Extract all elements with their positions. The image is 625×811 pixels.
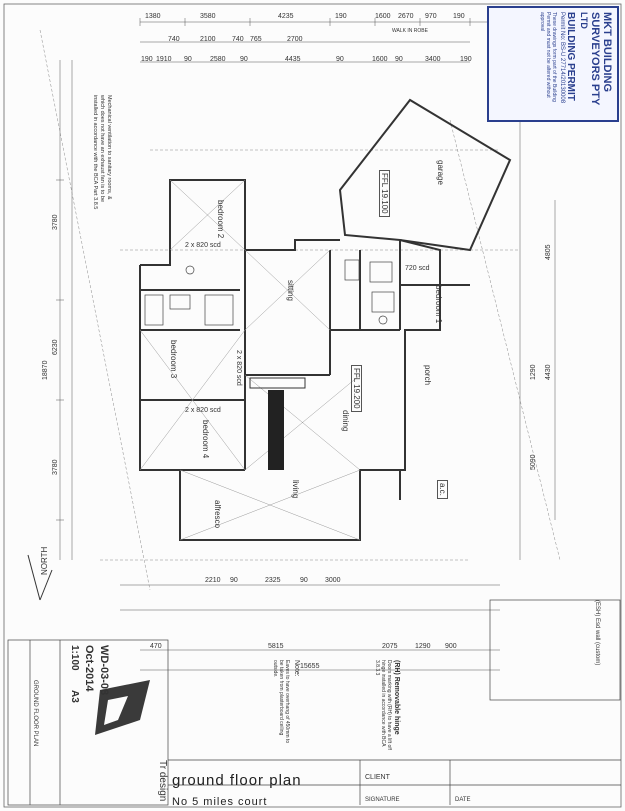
dim-top-5: 1600	[375, 13, 391, 20]
ac-unit: a.c.	[437, 480, 448, 499]
dim-top3-10: 3400	[425, 56, 441, 63]
room-sitting: sitting	[286, 280, 295, 301]
dim-bottom-2: 5815	[268, 643, 284, 650]
client-label: CLIENT	[365, 774, 390, 781]
dim-top2-5: 2700	[287, 36, 303, 43]
company-name: Tr design	[157, 760, 168, 802]
stamp-permit-no: Permit No: BS-U 27714/20130008	[559, 12, 565, 104]
room-dining: dining	[341, 410, 350, 432]
room-living: living	[291, 480, 300, 499]
dim-top3-1: 190	[141, 56, 153, 63]
note-hinge-title: (RH) Removable hinge	[393, 660, 400, 735]
kitchen-island	[268, 390, 284, 470]
dim-bottom-5: 900	[445, 643, 457, 650]
dim-top3-3: 90	[184, 56, 192, 63]
robe-label-4: 2 x 820 scd	[185, 407, 221, 414]
note-label: Note:	[293, 660, 300, 677]
drawing-number: WD-03-08	[98, 645, 110, 696]
dim-top2-3: 740	[232, 36, 244, 43]
dim-top2-wir: WALK IN ROBE	[392, 28, 428, 34]
room-bedroom-3: bedroom 3	[169, 340, 178, 379]
note-text: Eaves to have overhang of 450mm to be ta…	[272, 660, 290, 744]
ffl-garage: FFL 19.100	[379, 170, 390, 217]
room-garage: garage	[436, 160, 445, 185]
dim-left-2: 6230	[52, 339, 59, 355]
room-bedroom-1: bedroom 1	[434, 285, 443, 324]
north-label: NORTH	[40, 546, 49, 575]
sheet-size: A3	[69, 690, 80, 703]
dim-right-1: 4805	[545, 244, 552, 260]
dim-top3-6: 4435	[285, 56, 301, 63]
dim-top2-1: 740	[168, 36, 180, 43]
dim-left-3: 3780	[52, 459, 59, 475]
dim-right-2: 4430	[545, 364, 552, 380]
room-alfresco: alfresco	[213, 500, 222, 529]
note-esh: (ESH) Esd wall (custom)	[594, 600, 600, 666]
drawing-title: GROUND FLOOR PLAN	[32, 680, 38, 747]
dim-top-3: 4235	[278, 13, 294, 20]
dim-bottom2-4: 90	[300, 577, 308, 584]
dim-bottom-total: 15655	[300, 663, 320, 670]
dim-bottom2-1: 2210	[205, 577, 221, 584]
date-label: DATE	[455, 797, 471, 803]
robe-label-2: 2 x 820 scd	[185, 242, 221, 249]
stamp-company-3: LTD	[579, 12, 589, 29]
dim-left-total: 18870	[42, 360, 49, 380]
dim-bottom-4: 1290	[415, 643, 431, 650]
dim-top3-9: 90	[395, 56, 403, 63]
dim-bottom-3: 2075	[382, 643, 398, 650]
building-permit-stamp: MKT BUILDING SURVEYORS PTY LTD BUILDING …	[487, 6, 619, 122]
dim-bottom-1: 470	[150, 643, 162, 650]
dim-top3-11: 190	[460, 56, 472, 63]
dim-top-1: 1380	[145, 13, 161, 20]
stamp-company-2: SURVEYORS PTY	[589, 12, 601, 106]
dim-bottom2-2: 90	[230, 577, 238, 584]
north-arrow-icon	[27, 554, 53, 601]
signature-label: SIGNATURE	[365, 797, 400, 803]
dim-right-3: 5090	[530, 454, 537, 470]
dim-top-8: 190	[453, 13, 465, 20]
dim-top2-2: 2100	[200, 36, 216, 43]
drawing-scale: 1:100	[69, 645, 80, 671]
dim-right-4: 1290	[530, 364, 537, 380]
note-hinge-text: Doors marking with (RH) to have a lift o…	[374, 660, 392, 750]
dim-top-4: 190	[335, 13, 347, 20]
stamp-title: BUILDING PERMIT	[565, 12, 576, 101]
plan-name: ground floor plan	[172, 772, 302, 789]
dim-top2-4: 765	[250, 36, 262, 43]
dim-top3-8: 1600	[372, 56, 388, 63]
dim-bottom2-5: 3000	[325, 577, 341, 584]
dim-top-6: 2670	[398, 13, 414, 20]
note-general: Mechanical ventilation to sanitary rooms…	[92, 95, 112, 210]
ffl-main: FFL 19.200	[351, 365, 362, 412]
room-bedroom-4: bedroom 4	[201, 420, 210, 459]
dim-left-1: 3780	[52, 214, 59, 230]
dim-top3-7: 90	[336, 56, 344, 63]
stamp-note: These drawings form part of the Building…	[539, 12, 557, 102]
drawing-date: Oct-2014	[83, 645, 95, 692]
dim-top-2: 3580	[200, 13, 216, 20]
room-bedroom-2: bedroom 2	[216, 200, 225, 239]
stamp-company-1: MKT BUILDING	[601, 12, 613, 93]
room-porch: porch	[423, 365, 432, 386]
robe-label-1: 2 x 820 scd	[235, 350, 242, 386]
site-address: No 5 miles court	[172, 796, 268, 808]
company-logo	[95, 680, 150, 735]
dim-top3-5: 90	[240, 56, 248, 63]
dim-top-7: 970	[425, 13, 437, 20]
door-720: 720 scd	[405, 265, 430, 272]
dim-top3-4: 2580	[210, 56, 226, 63]
dim-top3-2: 1910	[156, 56, 172, 63]
dim-bottom2-3: 2325	[265, 577, 281, 584]
